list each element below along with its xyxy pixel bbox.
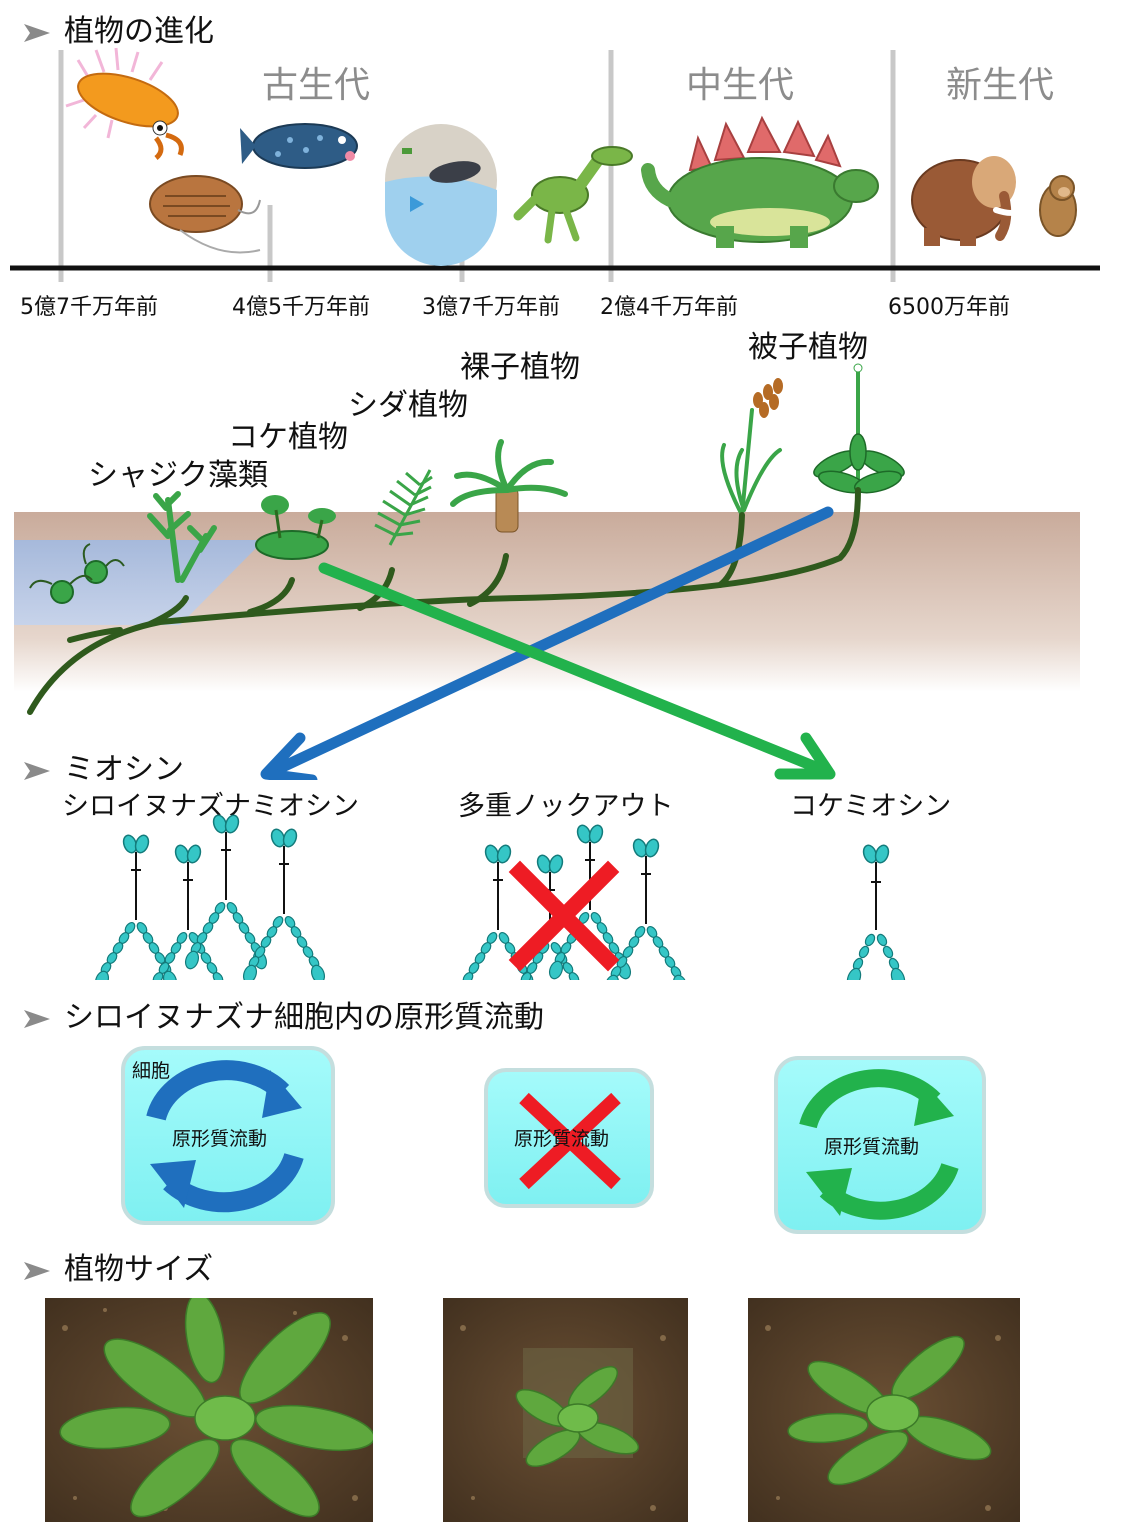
bullet-arrow-icon	[24, 1009, 50, 1028]
anomalocaris-icon	[65, 47, 184, 160]
timeline-graphic	[10, 47, 1100, 282]
section-title-myosin: ミオシン	[24, 744, 184, 788]
myosin-molecule-icon	[182, 812, 270, 972]
era-cenozoic: 新生代	[946, 65, 1055, 106]
moss-icon	[255, 495, 336, 560]
bullet-arrow-icon	[24, 1261, 50, 1280]
primate-icon	[1039, 175, 1077, 237]
plant-group-label: シャジク藻類	[88, 458, 268, 493]
plant-group-label: コケ植物	[228, 420, 348, 455]
plant-group-label: 被子植物	[748, 330, 868, 365]
bullet-arrow-icon	[24, 761, 50, 780]
myosin-molecule-icon	[240, 826, 328, 980]
myosin-label-knockout: 多重ノックアウト	[458, 791, 674, 822]
cycad-icon	[450, 439, 568, 533]
flower-icon	[813, 363, 905, 494]
phylogeny-diagram	[14, 363, 1080, 780]
algae-icon	[29, 543, 125, 604]
myosin-label-moss: コケミオシン	[790, 791, 952, 822]
date-label: 4億5千万年前	[232, 295, 370, 320]
fish-icon	[385, 124, 497, 266]
streaming-label: 原形質流動	[172, 1128, 268, 1150]
date-label: 3億7千万年前	[422, 295, 560, 320]
blue-evolution-arrow	[260, 506, 834, 780]
era-paleozoic: 古生代	[262, 65, 371, 106]
streaming-diagram	[121, 1046, 986, 1234]
myosin-diagram	[92, 812, 909, 980]
cell-knockout	[484, 1068, 654, 1208]
date-label: 5億7千万年前	[20, 295, 158, 320]
era-mesozoic: 中生代	[686, 65, 795, 106]
plant-group-label: シダ植物	[348, 388, 468, 423]
plant-photo-knockout	[443, 1298, 688, 1522]
bullet-arrow-icon	[24, 23, 50, 42]
cell-label: 細胞	[132, 1060, 171, 1082]
dinosaur-icon	[513, 146, 633, 244]
streaming-label: 原形質流動	[824, 1136, 920, 1158]
mammoth-icon	[911, 156, 1023, 246]
moss-myosin-molecule-icon	[843, 842, 909, 980]
plant-photo-arabidopsis	[45, 1298, 373, 1522]
myosin-label-arabidopsis: シロイヌナズナミオシン	[62, 791, 359, 822]
cross-icon	[519, 1092, 621, 1190]
cell-arabidopsis	[121, 1046, 335, 1225]
cross-icon	[508, 860, 620, 972]
section-title-size: 植物サイズ	[24, 1244, 213, 1288]
grass-icon	[720, 378, 783, 517]
plant-group-label: 裸子植物	[460, 350, 580, 385]
chara-icon	[147, 491, 217, 583]
cell-moss	[774, 1056, 986, 1234]
date-label: 6500万年前	[888, 295, 1010, 320]
streaming-label: 原形質流動	[514, 1128, 610, 1150]
section-title-streaming: シロイヌナズナ細胞内の原形質流動	[24, 992, 544, 1036]
water-area	[14, 540, 264, 625]
fern-icon	[374, 469, 433, 546]
coelacanth-icon	[240, 123, 358, 169]
date-label: 2億4千万年前	[600, 295, 738, 320]
plant-photo-moss-myosin	[748, 1298, 1020, 1522]
stegosaurus-icon	[641, 115, 879, 248]
section-title-evolution: 植物の進化	[24, 6, 214, 50]
trilobite-icon	[149, 175, 261, 254]
green-evolution-arrow	[318, 562, 836, 780]
